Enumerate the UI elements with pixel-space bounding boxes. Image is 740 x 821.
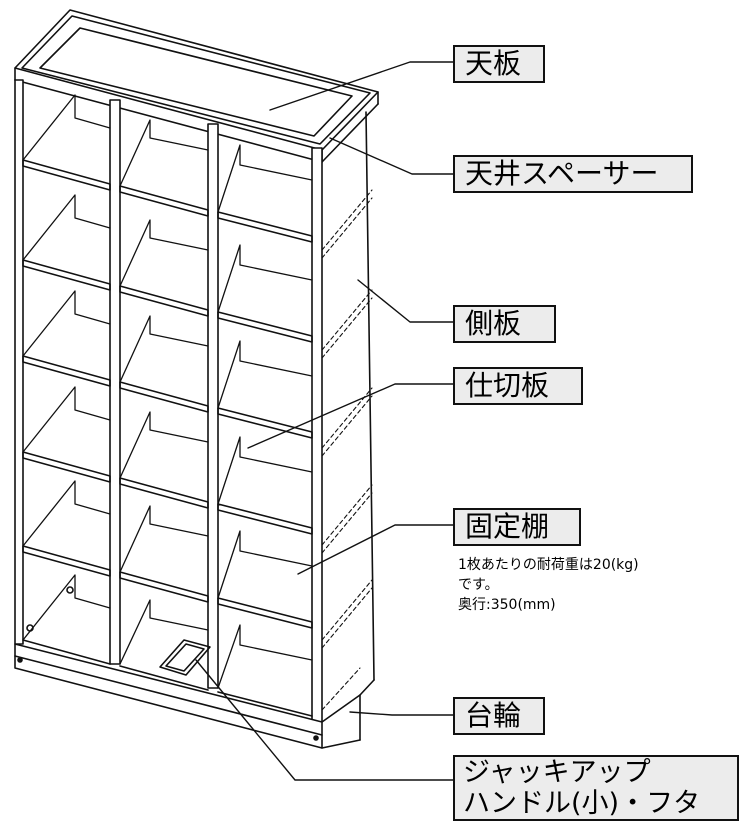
note-desu: です。 bbox=[458, 577, 499, 593]
side-board bbox=[359, 111, 375, 741]
label-partition-board: 仕切板 bbox=[453, 367, 583, 405]
note-depth: 奥行:350(mm) bbox=[458, 597, 556, 613]
label-plinth: 台輪 bbox=[453, 697, 545, 735]
label-jack-handle-line2: ハンドル(小)・フタ bbox=[463, 788, 701, 819]
fixed-shelf-note: 1枚あたりの耐荷重は20(kg) です。 奥行:350(mm) bbox=[458, 555, 639, 615]
leader-lines bbox=[195, 61, 454, 781]
label-jack-handle-line1: ジャッキアップ bbox=[463, 757, 651, 788]
fixed-shelves bbox=[22, 159, 313, 629]
top-board bbox=[14, 9, 379, 163]
label-top-board: 天板 bbox=[453, 45, 545, 83]
label-fixed-shelf: 固定棚 bbox=[453, 508, 581, 546]
label-ceiling-spacer: 天井スペーサー bbox=[453, 155, 693, 193]
jack-handle-lid bbox=[159, 639, 211, 676]
rear-cell-lines bbox=[22, 94, 313, 689]
note-load-capacity: 1枚あたりの耐荷重は20(kg) bbox=[458, 557, 639, 573]
side-board-hidden-edges bbox=[321, 189, 373, 711]
plinth bbox=[14, 586, 361, 749]
label-jack-handle: ジャッキアップ ハンドル(小)・フタ bbox=[453, 755, 739, 821]
label-side-board: 側板 bbox=[453, 305, 556, 343]
